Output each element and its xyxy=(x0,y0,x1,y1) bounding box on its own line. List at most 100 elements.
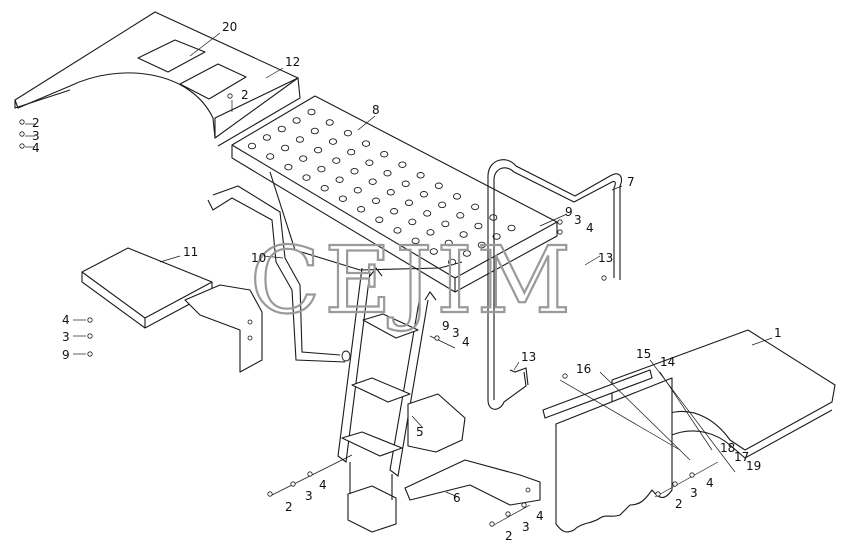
callout-4: 4 xyxy=(32,141,40,155)
tread-stud xyxy=(416,172,425,179)
callout-9: 9 xyxy=(442,319,450,333)
callout-10: 10 xyxy=(251,251,266,265)
tread-stud xyxy=(474,222,483,230)
callout-2: 2 xyxy=(675,497,683,511)
callout-4: 4 xyxy=(62,313,70,327)
tread-stud xyxy=(411,237,420,245)
tread-stud xyxy=(295,136,304,143)
tread-stud xyxy=(471,203,480,211)
callout-16: 16 xyxy=(576,362,591,376)
tread-stud xyxy=(325,119,334,126)
callout-4: 4 xyxy=(706,476,714,490)
tread-stud xyxy=(419,191,428,198)
tread-stud xyxy=(371,197,381,205)
clamp-part-13 xyxy=(509,367,529,386)
callout-3: 3 xyxy=(32,129,40,143)
callout-17: 17 xyxy=(734,450,749,464)
tread-stud xyxy=(328,138,338,145)
tread-stud xyxy=(307,108,316,116)
tread-stud xyxy=(361,140,371,147)
tread-stud xyxy=(365,159,374,166)
tread-stud xyxy=(390,208,399,215)
tread-stud xyxy=(386,189,395,196)
callout-2: 2 xyxy=(32,116,40,130)
tread-stud xyxy=(320,184,329,192)
callout-13: 13 xyxy=(598,251,613,265)
callout-3: 3 xyxy=(305,489,313,503)
tread-stud xyxy=(353,186,362,194)
tread-stud xyxy=(343,129,352,137)
tread-stud xyxy=(262,134,271,141)
callout-3: 3 xyxy=(522,520,530,534)
callout-4: 4 xyxy=(319,478,327,492)
tread-stud xyxy=(434,182,443,190)
tread-stud xyxy=(347,148,356,156)
tread-stud xyxy=(401,180,410,188)
tread-stud xyxy=(492,233,501,240)
callout-3: 3 xyxy=(574,213,582,227)
tread-stud xyxy=(459,231,468,238)
tread-stud xyxy=(350,167,359,175)
tread-stud xyxy=(398,161,407,168)
tread-stud xyxy=(441,220,450,228)
callout-3: 3 xyxy=(62,330,70,344)
tread-stud xyxy=(375,216,384,224)
tread-stud xyxy=(477,241,486,249)
tread-stud xyxy=(489,214,498,221)
tread-stud xyxy=(310,127,319,135)
callout-13: 13 xyxy=(521,350,536,364)
tread-stud xyxy=(247,142,257,150)
callout-4: 4 xyxy=(586,221,594,235)
step-bracket-part-11 xyxy=(81,247,263,373)
handrail-part-7 xyxy=(487,159,623,400)
callout-15: 15 xyxy=(636,347,651,361)
tread-stud xyxy=(338,195,347,202)
watermark: CEJIM xyxy=(250,227,575,334)
tread-plate-part-8 xyxy=(231,95,558,293)
callout-8: 8 xyxy=(372,103,380,117)
tread-stud xyxy=(299,155,308,162)
tread-stud xyxy=(314,146,323,154)
tread-stud xyxy=(423,210,432,217)
callout-6: 6 xyxy=(453,491,461,505)
callout-4: 4 xyxy=(536,509,544,523)
tread-stud xyxy=(507,224,516,232)
tread-stud xyxy=(284,163,293,171)
callout-1: 1 xyxy=(774,326,782,340)
tread-stud xyxy=(456,212,465,219)
callout-14: 14 xyxy=(660,355,675,369)
hardware-fasteners xyxy=(19,93,695,527)
ladder-part-5 xyxy=(337,267,466,533)
tread-stud xyxy=(408,218,417,226)
tread-stud xyxy=(462,250,471,257)
callout-2: 2 xyxy=(285,500,293,514)
tread-stud xyxy=(357,206,366,213)
fender-part-12 xyxy=(14,11,301,147)
callout-12: 12 xyxy=(285,55,300,69)
tread-stud xyxy=(426,229,435,236)
pad-part-20-b xyxy=(179,63,247,100)
tread-stud xyxy=(317,165,326,173)
callout-2: 2 xyxy=(505,529,513,543)
tube-part-10 xyxy=(212,185,341,356)
tread-stud xyxy=(281,144,290,152)
callout-19: 19 xyxy=(746,459,761,473)
strip-part-15 xyxy=(542,369,653,419)
tread-stud xyxy=(447,258,457,266)
tread-stud xyxy=(438,201,447,209)
tread-stud xyxy=(368,178,377,185)
tread-stud xyxy=(444,239,453,247)
callout-4: 4 xyxy=(462,335,470,349)
callout-11: 11 xyxy=(183,245,198,259)
tread-stud xyxy=(380,150,389,158)
callout-9: 9 xyxy=(565,205,573,219)
tread-stud xyxy=(393,227,402,234)
tread-stud xyxy=(404,199,414,207)
tread-stud xyxy=(292,117,301,124)
callout-2: 2 xyxy=(241,88,249,102)
callout-3: 3 xyxy=(452,326,460,340)
callout-5: 5 xyxy=(416,425,424,439)
pad-part-20 xyxy=(137,39,206,73)
callout-3: 3 xyxy=(690,486,698,500)
